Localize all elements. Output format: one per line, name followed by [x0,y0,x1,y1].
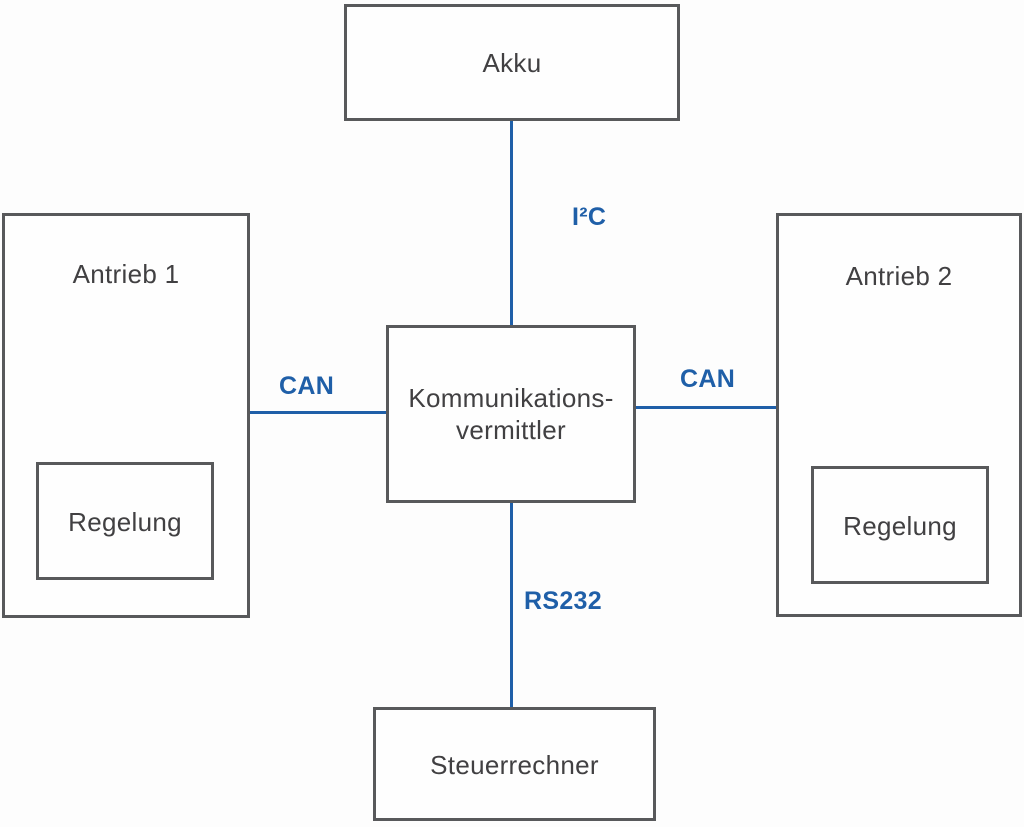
node-akku-label: Akku [482,48,542,78]
node-steuerrechner-label: Steuerrechner [430,750,599,780]
connector-can-left [250,411,386,414]
connector-label-rs232: RS232 [524,587,602,615]
node-steuerrechner: Steuerrechner [373,707,656,821]
node-kommunikationsvermittler-label-line2: vermittler [456,415,566,445]
connector-label-can-left: CAN [279,372,335,400]
node-regelung-2: Regelung [811,466,989,584]
node-antrieb-1-label: Antrieb 1 [72,259,180,289]
node-kommunikationsvermittler-label: Kommunikations- vermittler [389,382,633,446]
connector-rs232 [510,503,513,707]
connector-can-right [636,406,776,409]
node-regelung-1: Regelung [36,462,214,580]
node-regelung-1-label: Regelung [68,507,182,537]
node-antrieb-2-label: Antrieb 2 [845,261,953,291]
connector-i2c [510,121,513,325]
node-akku: Akku [344,4,680,121]
node-kommunikationsvermittler: Kommunikations- vermittler [386,325,636,503]
connector-label-can-right: CAN [680,365,736,393]
node-kommunikationsvermittler-label-line1: Kommunikations- [408,383,614,413]
node-regelung-2-label: Regelung [843,511,957,541]
connector-label-i2c: I²C [572,203,607,231]
